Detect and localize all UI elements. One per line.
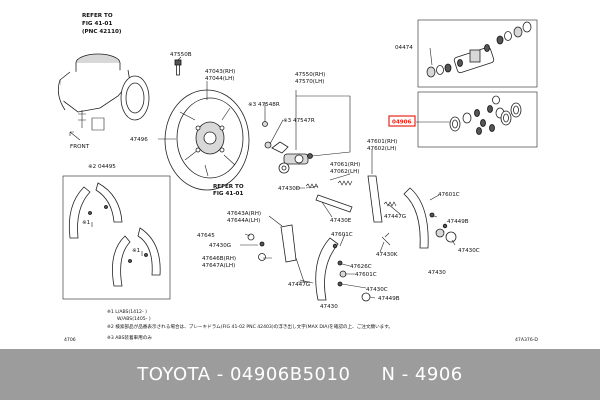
label-47601-rh[interactable]: 47601(RH) bbox=[367, 139, 397, 145]
label-47602-lh[interactable]: 47602(LH) bbox=[367, 146, 396, 152]
kit-04906-box bbox=[417, 91, 538, 148]
label-47646b-rh[interactable]: 47646B(RH) bbox=[202, 256, 236, 262]
axle-housing-drawing bbox=[57, 53, 150, 131]
label-47496[interactable]: 47496 bbox=[130, 137, 148, 143]
diagram-code: 47A376-D bbox=[515, 337, 538, 343]
note-1b: W/ABS(1405- ) bbox=[117, 316, 151, 322]
page-number: 4706 bbox=[64, 337, 76, 343]
label-47601c-right[interactable]: 47601C bbox=[438, 192, 460, 198]
brake-shoe-set-box bbox=[62, 175, 171, 300]
separator-gap bbox=[350, 364, 381, 385]
parking-lever bbox=[367, 175, 383, 223]
label-47447g-low[interactable]: 47447G bbox=[288, 282, 310, 288]
refer-fig-top-line1: REFER TO bbox=[82, 13, 113, 19]
leader-lines bbox=[91, 47, 456, 299]
kit-04906-parts-drawing bbox=[449, 95, 522, 135]
label-47449b-low[interactable]: 47449B bbox=[378, 296, 400, 302]
label-front: FRONT bbox=[70, 144, 90, 150]
highlighted-part-04906[interactable]: 04906 bbox=[388, 115, 416, 127]
label-47643a-rh[interactable]: 47643A(RH) bbox=[227, 211, 261, 217]
star1-mark-upper: ※1 bbox=[82, 220, 91, 226]
label-47644a-lh[interactable]: 47644A(LH) bbox=[227, 218, 260, 224]
label-47550b[interactable]: 47550B bbox=[170, 52, 192, 58]
label-47044-lh[interactable]: 47044(LH) bbox=[205, 76, 234, 82]
label-47550-rh[interactable]: 47550(RH) bbox=[295, 72, 325, 78]
label-47430-right[interactable]: 47430 bbox=[428, 270, 446, 276]
reference-number: N - 4906 bbox=[381, 364, 463, 385]
springs-and-adjuster-drawing bbox=[247, 175, 457, 302]
label-47430e[interactable]: 47430E bbox=[330, 218, 352, 224]
label-47449b-right[interactable]: 47449B bbox=[447, 219, 469, 225]
label-47645[interactable]: 47645 bbox=[197, 233, 215, 239]
abs-sensor-drawing bbox=[262, 121, 289, 154]
label-47447g-top[interactable]: 47447G bbox=[384, 214, 406, 220]
refer-fig-bottom-line1: REFER TO bbox=[213, 184, 244, 190]
label-47570-lh[interactable]: 47570(LH) bbox=[295, 79, 324, 85]
note-3: ※3 ABS装着車用のみ bbox=[107, 334, 152, 341]
note-2: ※2 検索部品が品番表示される場合は、ブレーキドラム(FIG 41-02 PNC… bbox=[107, 323, 393, 330]
left-shoe bbox=[315, 237, 339, 301]
star1-mark-lower: ※1 bbox=[132, 248, 141, 254]
refer-fig-top-line2[interactable]: FIG 41-01 bbox=[82, 21, 112, 27]
anchor-plate bbox=[280, 224, 297, 263]
shoe-lower-left bbox=[112, 235, 131, 287]
kit-04474-parts-drawing bbox=[426, 21, 532, 78]
part-number: 04906B5010 bbox=[229, 364, 351, 385]
wheel-cylinder-drawing bbox=[278, 153, 313, 174]
label-47547r[interactable]: ※3 47547R bbox=[283, 118, 315, 124]
shoe-upper-left bbox=[68, 186, 91, 239]
right-shoe bbox=[403, 187, 429, 249]
label-47430-low[interactable]: 47430 bbox=[320, 304, 338, 310]
label-04906[interactable]: 04906 bbox=[392, 120, 412, 126]
kit-04474-box bbox=[417, 19, 538, 88]
brand-name: TOYOTA bbox=[137, 364, 211, 385]
repair-kit-boxes bbox=[417, 19, 538, 148]
brake-backing-plate-drawing bbox=[164, 89, 250, 191]
label-47430k[interactable]: 47430K bbox=[376, 252, 398, 258]
refer-fig-bottom-line2[interactable]: FIG 41-01 bbox=[213, 191, 243, 197]
separator: - bbox=[210, 364, 230, 385]
label-47061-rh[interactable]: 47061(RH) bbox=[330, 162, 360, 168]
shoe-set-04495-box bbox=[62, 175, 171, 300]
label-47626c[interactable]: 47626C bbox=[350, 264, 372, 270]
front-arrow: FRONT bbox=[69, 131, 90, 150]
label-47430d[interactable]: 47430D bbox=[278, 186, 300, 192]
label-47601c-mid[interactable]: 47601C bbox=[331, 232, 353, 238]
refer-fig-top-line3: (PNC 42110) bbox=[82, 29, 122, 35]
bolt-47550b-drawing bbox=[174, 59, 182, 76]
label-47430g[interactable]: 47430G bbox=[209, 243, 231, 249]
label-47043-rh[interactable]: 47043(RH) bbox=[205, 69, 235, 75]
part-number-footer: TOYOTA - 04906B5010 N - 4906 bbox=[0, 349, 600, 400]
label-47430c-low[interactable]: 47430C bbox=[366, 287, 388, 293]
shoe-upper-right bbox=[95, 182, 123, 223]
label-47601c-low[interactable]: 47601C bbox=[355, 272, 377, 278]
shoe-lower-right bbox=[137, 227, 161, 276]
note-1: ※1 L/ABS(1412- ) bbox=[107, 309, 147, 315]
label-47062-lh[interactable]: 47062(LH) bbox=[330, 169, 359, 175]
label-47430c-right[interactable]: 47430C bbox=[458, 248, 480, 254]
label-47647a-lh[interactable]: 47647A(LH) bbox=[202, 263, 235, 269]
label-47548r[interactable]: ※3 47548R bbox=[248, 102, 280, 108]
label-04495[interactable]: ※2 04495 bbox=[88, 164, 116, 170]
label-04474[interactable]: 04474 bbox=[395, 45, 413, 51]
highlight-box bbox=[388, 115, 416, 127]
